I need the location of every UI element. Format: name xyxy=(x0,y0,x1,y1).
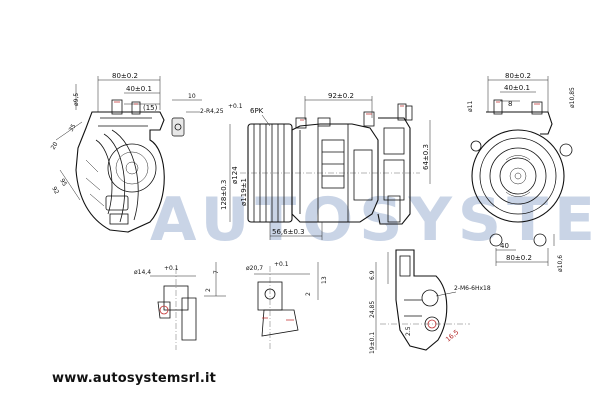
body-128: 128±0.3 xyxy=(220,180,228,210)
right-11: ø11 xyxy=(467,101,474,112)
left-r: 2-R4,25 xyxy=(200,108,224,115)
belt-type: 6PK xyxy=(250,107,264,115)
d1-dia: ø14,4 xyxy=(134,269,151,276)
right-1085: ø10,85 xyxy=(569,87,576,108)
detail-3: 6.9 24,85 19±0.1 2-M6-6Hx18 2.5 16,5 xyxy=(369,249,491,354)
d1-2: 2 xyxy=(205,288,212,292)
website-url[interactable]: www.autosystemsrl.it xyxy=(52,371,217,386)
left-92: 92 xyxy=(50,186,60,196)
left-r-tol: +0.1 xyxy=(228,103,243,110)
watermark: AUTOSYSTEMS xyxy=(150,185,600,255)
detail-2: ø20,7 +0.1 2 13 xyxy=(246,261,328,350)
d3-24-85: 24,85 xyxy=(369,301,376,318)
left-top-width: 80±0.2 xyxy=(112,72,138,80)
d3-6-9: 6.9 xyxy=(369,270,376,280)
d3-19: 19±0.1 xyxy=(369,332,376,354)
d3-2-5: 2.5 xyxy=(405,326,412,336)
left-20: 20 xyxy=(50,141,60,151)
d1-tol: +0.1 xyxy=(164,265,179,272)
left-view: 80±0.2 40±0.1 (15) ø9,5 10 2-R4,25 +0.1 … xyxy=(50,72,243,233)
right-bottom-width: 80±0.2 xyxy=(506,254,532,262)
body-56-6: 56,6±0.3 xyxy=(272,228,305,236)
pulley-dia: ø119±1 xyxy=(240,178,248,206)
d2-13: 13 xyxy=(321,276,328,284)
d1-7: 7 xyxy=(213,270,220,274)
pulley-124: ø124 xyxy=(231,166,239,184)
right-bottom-inner: 40 xyxy=(500,242,509,250)
left-15: (15) xyxy=(143,104,158,112)
d3-16-5: 16,5 xyxy=(444,328,460,343)
right-top-width: 80±0.2 xyxy=(505,72,531,80)
left-10: 10 xyxy=(188,93,196,100)
body-width: 92±0.2 xyxy=(328,92,354,100)
d2-dia: ø20,7 xyxy=(246,265,263,272)
right-10-6: ø10,6 xyxy=(557,255,564,272)
left-95: 95 xyxy=(58,178,68,188)
left-inner-width: 40±0.1 xyxy=(126,85,152,93)
d3-thread: 2-M6-6Hx18 xyxy=(454,285,491,292)
center-view: 92±0.2 6PK 128±0.3 ø124 ø119 xyxy=(220,92,431,240)
body-64: 64±0.3 xyxy=(422,144,430,170)
right-8: 8 xyxy=(508,100,512,108)
detail-1: ø14,4 +0.1 2 7 xyxy=(134,262,226,350)
d2-2: 2 xyxy=(305,292,312,296)
left-hole: ø9,5 xyxy=(73,93,80,106)
right-view: 80±0.2 40±0.1 8 ø11 ø10,85 40 80±0.2 ø10… xyxy=(467,72,576,272)
right-inner-width: 40±0.1 xyxy=(504,84,530,92)
left-35: 35 xyxy=(68,123,78,133)
d2-tol: +0.1 xyxy=(274,261,289,268)
